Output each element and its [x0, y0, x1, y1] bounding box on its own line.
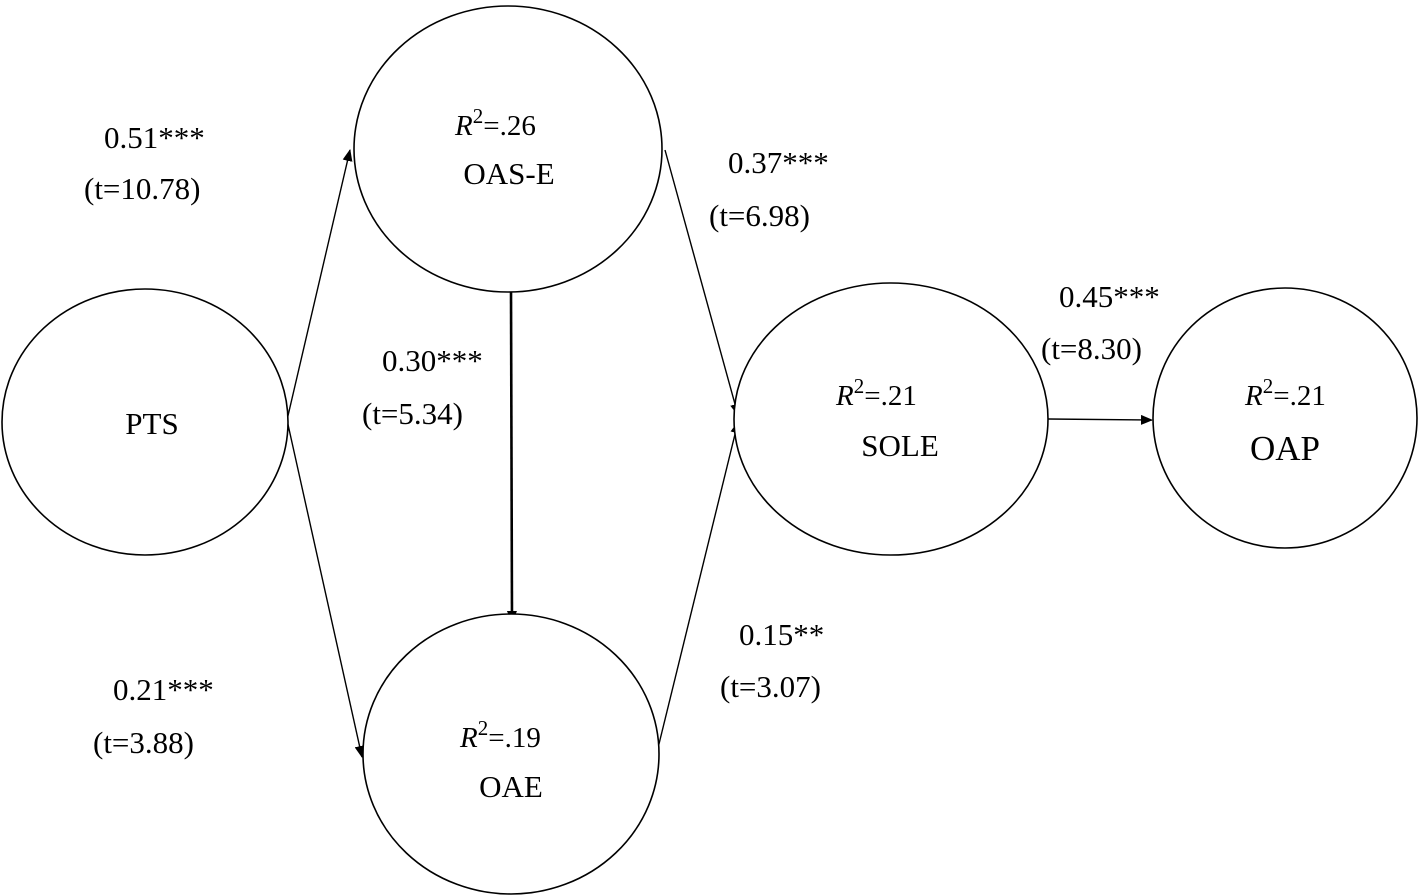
node-oae: R2=.19 OAE — [362, 613, 660, 895]
node-oase-r2: R2=.26 — [454, 104, 536, 142]
node-sole-r2: R2=.21 — [835, 374, 917, 412]
coef-oase-sole: 0.37*** — [728, 145, 829, 180]
node-pts: PTS — [1, 288, 289, 556]
node-sole-label: SOLE — [861, 428, 939, 463]
edge-sole-oap — [1047, 414, 1153, 425]
node-oase-label: OAS-E — [463, 156, 554, 191]
tval-pts-oase: (t=10.78) — [84, 171, 201, 206]
edge-pts-oase — [286, 149, 353, 421]
node-oap-circle — [1152, 287, 1418, 549]
node-oase: R2=.26 OAS-E — [353, 5, 663, 293]
edge-oae-sole — [657, 421, 741, 749]
edge-oase-sole — [664, 149, 740, 416]
node-sole-circle — [733, 282, 1049, 556]
node-oae-label: OAE — [479, 769, 543, 804]
edge-oase-oae — [506, 291, 517, 623]
coef-sole-oap: 0.45*** — [1059, 279, 1160, 314]
coef-pts-oase: 0.51*** — [104, 120, 205, 155]
tval-oae-sole: (t=3.07) — [720, 669, 821, 704]
tval-oase-sole: (t=6.98) — [709, 198, 810, 233]
edges — [286, 149, 1153, 758]
node-sole: R2=.21 SOLE — [733, 282, 1049, 556]
tval-pts-oae: (t=3.88) — [93, 725, 194, 760]
node-oap-r2: R2=.21 — [1244, 374, 1326, 412]
node-oae-r2: R2=.19 — [459, 716, 541, 754]
edge-pts-oae — [286, 419, 365, 758]
coef-oase-oae: 0.30*** — [382, 343, 483, 378]
node-oap-label: OAP — [1250, 429, 1320, 468]
node-oase-circle — [353, 5, 663, 293]
node-pts-label: PTS — [125, 406, 178, 441]
path-labels: 0.51*** (t=10.78) 0.37*** (t=6.98) 0.30*… — [84, 120, 1160, 760]
tval-oase-oae: (t=5.34) — [362, 396, 463, 431]
node-pts-circle — [1, 288, 289, 556]
node-oae-circle — [362, 613, 660, 895]
tval-sole-oap: (t=8.30) — [1041, 331, 1142, 366]
coef-pts-oae: 0.21*** — [113, 672, 214, 707]
coef-oae-sole: 0.15** — [739, 617, 824, 652]
node-oap: R2=.21 OAP — [1152, 287, 1418, 549]
